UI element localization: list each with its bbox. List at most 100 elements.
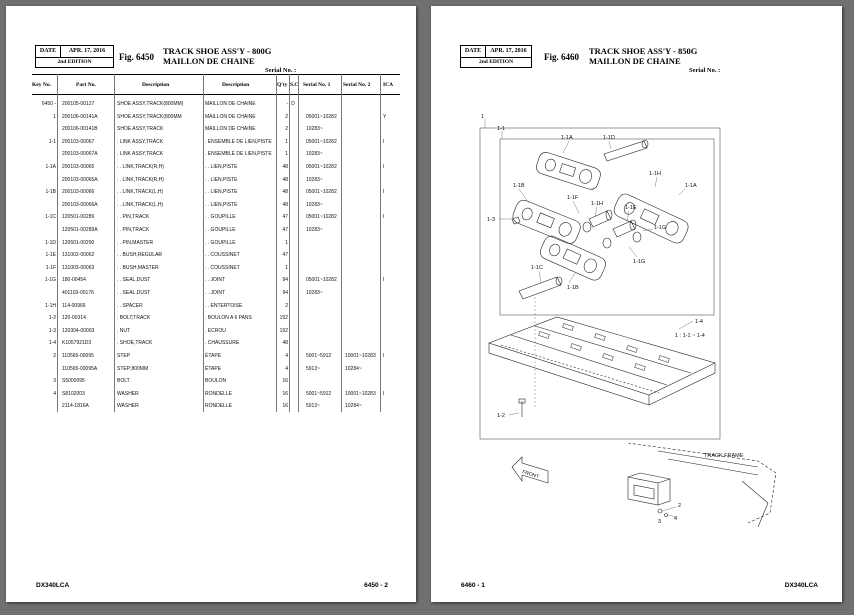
label-1-3: 1-3 — [487, 217, 495, 223]
col-divider — [276, 74, 277, 412]
serial-label: Serial No. : — [265, 67, 297, 74]
cell-part-no: 131002-00062 — [62, 252, 95, 259]
track-pin — [518, 276, 563, 300]
cell-description-en: . . PIN,MASTER — [117, 239, 154, 246]
cell-description-en: SHOE ASSY,TRACK — [117, 126, 164, 133]
cell-description-fr: . ECROU — [205, 327, 226, 334]
cell-ica: I — [383, 277, 385, 284]
cell-ica: I — [383, 390, 385, 397]
cell-serial-1: 05001~10282 — [306, 214, 337, 221]
link-upper — [536, 152, 601, 190]
cell-key-no: 1-1C — [45, 214, 56, 221]
cell-serial-1: 10283~ — [306, 290, 323, 296]
cell-qty: 2 — [285, 113, 288, 120]
label-1: 1 — [481, 114, 484, 120]
cell-part-no: 200105-00127 — [62, 101, 95, 107]
label-1-1d: 1-1D — [603, 135, 615, 141]
cell-description-en: STEP — [117, 353, 131, 359]
label-1-1f: 1-1F — [567, 195, 579, 201]
cell-sc: D — [291, 101, 295, 107]
cell-key-no: 1-1D — [45, 239, 56, 246]
cell-part-no: 200103-00066 — [62, 189, 95, 196]
cell-ica: I — [383, 214, 385, 221]
cell-qty: - — [286, 101, 288, 107]
cell-part-no: 114-00966 — [62, 302, 86, 309]
cell-description-en: . BOLT;TRACK — [117, 315, 151, 322]
track-shoes — [488, 316, 716, 406]
cell-part-no: 110565-00095 — [62, 353, 94, 359]
cell-serial-2: 10001~10283 — [345, 353, 376, 359]
cell-part-no: 131003-00063 — [62, 264, 95, 271]
label-1-1a: 1-1A — [561, 135, 573, 141]
cell-description-fr: . . COUSSINET — [205, 252, 240, 259]
footer-model: DX340LCA — [36, 582, 70, 589]
cell-part-no: 120-00314 — [62, 315, 86, 322]
cell-description-fr: RONDELLE — [205, 403, 232, 410]
cell-description-en: . . LINK,TRACK(L,H) — [117, 189, 164, 196]
col-divider — [203, 74, 204, 412]
col-divider — [289, 74, 290, 412]
col-ica: ICA — [383, 82, 394, 88]
cell-key-no: 1-2 — [48, 315, 56, 322]
cell-serial-2: 10284~ — [345, 365, 362, 372]
cell-description-en: . . LINK,TRACK(R,H) — [117, 164, 164, 170]
cell-key-no: 1-1 — [48, 138, 56, 145]
col-divider — [380, 74, 381, 412]
cell-qty: 47 — [282, 214, 288, 221]
cell-qty: 4 — [285, 353, 288, 359]
cell-serial-1: 10283~ — [306, 151, 323, 158]
col-serial-1: Serial No. 1 — [303, 82, 331, 88]
cell-description-fr: . BOULON A 6 PANS — [205, 315, 252, 322]
label-1-1h-2: 1-1H — [591, 201, 603, 207]
col-sc: S.C — [290, 82, 299, 88]
cell-description-en: WASHER — [117, 390, 139, 397]
cell-description-fr: . . LIEN,PISTE — [205, 176, 238, 183]
figure-title: TRACK SHOE ASS'Y - 850G MAILLON DE CHAIN… — [589, 46, 697, 66]
track-frame-label: TRACK FRAME — [704, 453, 744, 459]
col-description-fr: Description — [222, 82, 250, 88]
cell-qty: 2 — [285, 126, 288, 133]
date-value: APR. 17, 2016 — [490, 48, 527, 54]
master-pin — [603, 139, 649, 162]
cell-description-fr: . . JOINT — [205, 290, 225, 296]
cell-ica: Y — [383, 113, 387, 120]
table-row: 200103-00067A. LINK ASSY,TRACK. ENSEMBLE… — [6, 148, 416, 160]
label-1-1a-right: 1-1A — [685, 183, 697, 189]
cell-qty: 1 — [285, 264, 288, 271]
cell-description-fr: MAILLON DE CHAINE — [205, 101, 256, 107]
cell-qty: 16 — [282, 403, 288, 410]
cell-qty: 48 — [282, 176, 288, 183]
figure-title: TRACK SHOE ASS'Y - 800G MAILLON DE CHAIN… — [163, 46, 271, 66]
cell-key-no: 4 — [53, 390, 56, 397]
cell-description-en: . NUT — [117, 327, 131, 334]
label-1-2: 1-2 — [497, 413, 505, 419]
track-frame-step-diagram: FRONT TRACK FRAME 2 3 4 — [511, 443, 777, 527]
cell-serial-1: 05001~10282 — [306, 164, 337, 170]
table-row: 200103-00066A. . LINK,TRACK(L,H). . LIEN… — [6, 199, 416, 211]
cell-serial-2: 10284~ — [345, 403, 362, 410]
label-1-1g-2: 1-1G — [633, 259, 645, 265]
label-1-1b: 1-1B — [513, 183, 525, 189]
link-assembly-frame — [499, 138, 715, 316]
link-lower — [540, 235, 606, 281]
cell-serial-1: 5001~5912 — [306, 390, 332, 397]
cell-part-no: 200103-00066A — [62, 201, 98, 208]
cell-qty: 2 — [285, 302, 288, 309]
cell-description-fr: . CHAUSSURE — [205, 340, 240, 347]
cell-serial-2: 10001~10283 — [345, 390, 376, 397]
col-divider — [298, 74, 299, 412]
cell-description-en: WASHER — [117, 403, 139, 410]
cell-key-no: 3 — [53, 378, 56, 385]
cell-description-en: SHOE ASSY,TRACK(800MM — [117, 113, 182, 120]
cell-qty: 4 — [285, 365, 288, 372]
